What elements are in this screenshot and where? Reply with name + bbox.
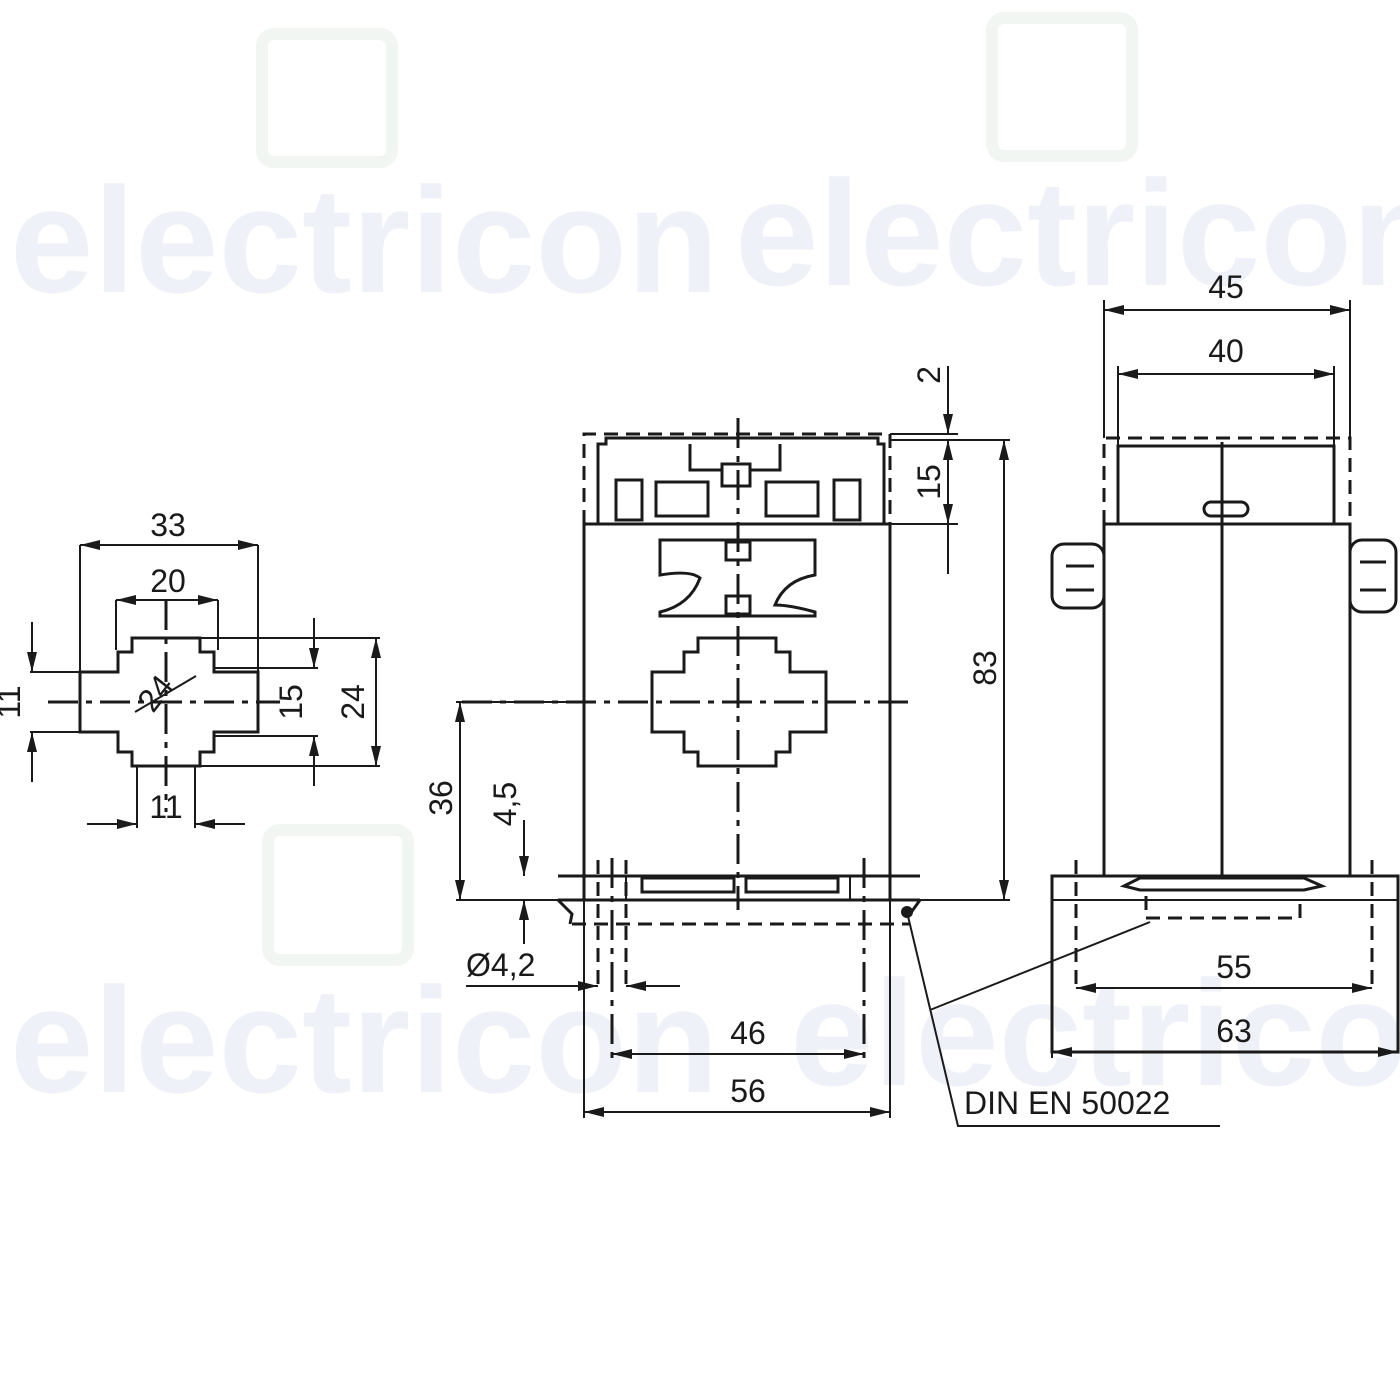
watermark-logo-icon bbox=[986, 12, 1138, 162]
terminal-window bbox=[764, 480, 820, 518]
terminal-screw-head bbox=[720, 462, 752, 488]
side-cover-outline bbox=[1102, 436, 1352, 524]
din-rail-profile bbox=[1119, 876, 1327, 892]
side-screw-slot bbox=[1202, 500, 1250, 518]
side-view: 45 40 55 63 bbox=[1050, 269, 1400, 1058]
conductor-opening-outline bbox=[78, 636, 260, 768]
side-body bbox=[1102, 522, 1352, 878]
dim-total-height: 83 bbox=[967, 650, 1003, 686]
side-terminal-block bbox=[1116, 444, 1336, 524]
conductor-opening-outline bbox=[650, 636, 828, 768]
dim-inner-height: 15 bbox=[273, 684, 309, 720]
watermark-text: electricon bbox=[790, 949, 1400, 1117]
dim-outer-width: 33 bbox=[150, 507, 186, 543]
terminal-block bbox=[596, 436, 886, 524]
dim-left-height: 11 bbox=[0, 685, 27, 718]
front-view: 2 15 83 36 4,5 Ø4,2 46 56 bbox=[423, 366, 1010, 1118]
watermark-text: electricon bbox=[735, 149, 1400, 317]
screw-terminal bbox=[832, 478, 862, 522]
dim-top-inner: 40 bbox=[1208, 333, 1244, 369]
diagonal-dimension-line bbox=[134, 675, 197, 713]
watermark-logo-icon bbox=[262, 824, 414, 966]
din-rail-hidden bbox=[1144, 896, 1302, 920]
cross-section-view: 33 20 24 11 15 24 11 bbox=[0, 507, 381, 829]
dim-top-outer: 45 bbox=[1208, 269, 1244, 305]
watermark-text: electricon bbox=[10, 956, 719, 1124]
dim-base: 63 bbox=[1216, 1013, 1252, 1049]
lug-slot bbox=[1360, 560, 1386, 592]
mounting-lug-left bbox=[1050, 542, 1106, 610]
dim-top-gap: 2 bbox=[911, 366, 947, 384]
dim-bottom-width: 11 bbox=[149, 789, 182, 825]
dim-inner-width: 20 bbox=[150, 563, 186, 599]
screw-terminal bbox=[614, 478, 644, 522]
base-slot bbox=[744, 876, 840, 894]
leader-line bbox=[906, 911, 1220, 1127]
dim-base-height: 4,5 bbox=[487, 782, 523, 826]
watermark-text: electricon bbox=[10, 156, 719, 324]
dim-outer-height: 24 bbox=[335, 684, 371, 720]
conductor-clamp bbox=[658, 538, 817, 618]
watermark-logo-icon bbox=[256, 28, 398, 168]
dim-width: 56 bbox=[730, 1073, 766, 1109]
mounting-base bbox=[558, 874, 920, 902]
dim-hole: Ø4,2 bbox=[466, 947, 535, 983]
terminal-contour bbox=[688, 444, 782, 472]
din-rail-callout: DIN EN 50022 bbox=[906, 911, 1220, 1127]
din-rail-label: DIN EN 50022 bbox=[964, 1085, 1170, 1121]
dim-hole-spacing: 46 bbox=[730, 1015, 766, 1051]
base-slot bbox=[640, 876, 736, 894]
mounting-lug-right bbox=[1348, 538, 1398, 614]
dim-terminal-height: 15 bbox=[911, 464, 947, 500]
dim-rail: 55 bbox=[1216, 949, 1252, 985]
lug-slot bbox=[1066, 564, 1094, 592]
dim-axis-height: 36 bbox=[423, 780, 459, 816]
leader-line bbox=[929, 921, 1151, 1011]
watermark: electricon electricon electricon electri… bbox=[10, 12, 1400, 1124]
terminal-window bbox=[654, 480, 710, 518]
